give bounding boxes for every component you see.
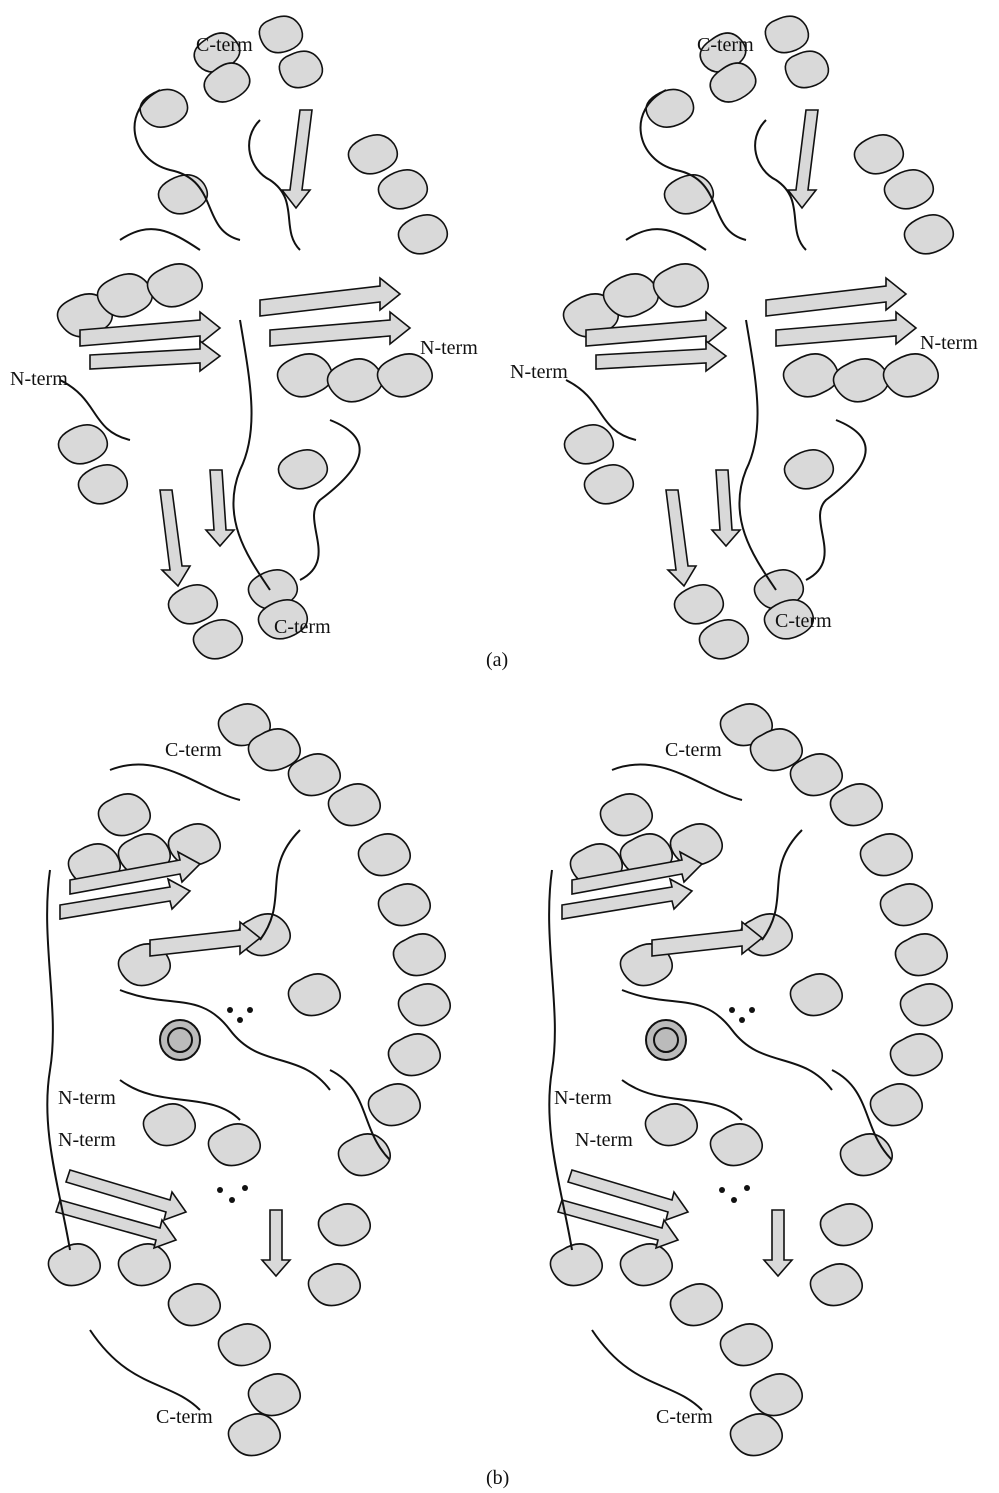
panel-caption: (b) [486,1468,509,1488]
label-n-term: N-term [920,333,978,353]
protein-ribbon-image [499,0,999,660]
label-n-term: N-term [10,369,68,389]
panel-caption: (a) [486,650,508,670]
label-n-term: N-term [575,1130,633,1150]
protein-ribbon-image [499,690,999,1460]
protein-ribbon-image [0,690,500,1460]
panel-b-right-view [499,690,999,1460]
label-c-term: C-term [156,1407,213,1427]
label-c-term: C-term [196,35,253,55]
panel-a: C-term N-term N-term C-term C-term N-ter… [0,0,999,690]
panel-b-left-view [0,690,500,1460]
label-c-term: C-term [274,617,331,637]
label-n-term: N-term [554,1088,612,1108]
label-c-term: C-term [775,611,832,631]
label-n-term: N-term [420,338,478,358]
panel-a-right-view [499,0,999,660]
label-n-term: N-term [58,1130,116,1150]
label-c-term: C-term [656,1407,713,1427]
label-n-term: N-term [510,362,568,382]
panel-a-left-view [0,0,500,660]
protein-ribbon-image [0,0,500,660]
label-n-term: N-term [58,1088,116,1108]
label-c-term: C-term [165,740,222,760]
panel-b: C-term N-term N-term C-term C-term N-ter… [0,690,999,1493]
label-c-term: C-term [697,35,754,55]
label-c-term: C-term [665,740,722,760]
